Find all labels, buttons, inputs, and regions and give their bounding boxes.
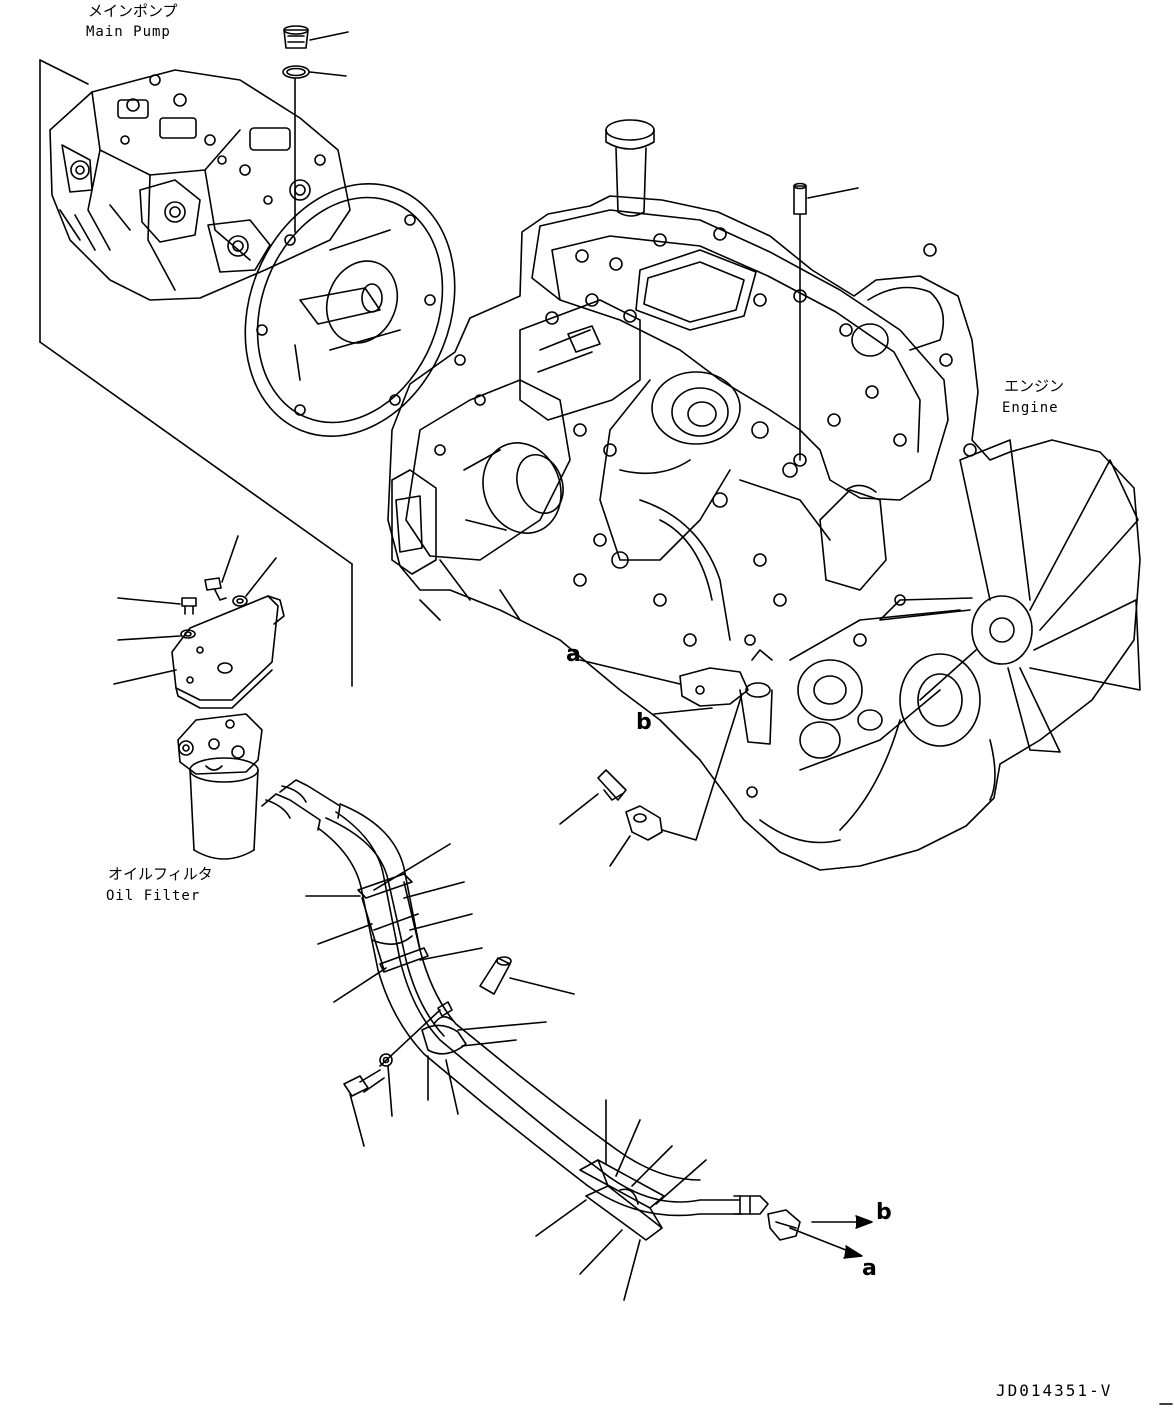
engine [388,120,1140,870]
hose-assembly [262,780,800,1300]
main-pump-label-en: Main Pump [86,24,171,40]
engine-label-jp: エンジン [1004,377,1065,395]
mounting-bracket [114,536,284,708]
callout-frame [40,60,352,686]
marker-a-lower: a [862,1256,877,1281]
marker-a-upper: a [566,642,581,667]
marker-b-upper: b [636,710,652,735]
flow-arrows [790,1216,872,1258]
marker-b-lower: b [876,1200,892,1225]
sensor-parts [560,694,742,866]
marker-leaders [580,660,712,714]
plug-and-oring [283,26,348,232]
breather-tube [794,184,858,461]
main-pump [50,70,491,468]
oil-filter-label-en: Oil Filter [106,888,201,904]
main-pump-label-jp: メインポンプ [88,2,178,20]
connection-points [680,650,772,744]
oil-filter-label-jp: オイルフィルタ [108,865,213,883]
drawing-code: JD014351-V [996,1381,1113,1400]
oil-filter [178,714,262,859]
engine-label-en: Engine [1002,400,1059,416]
